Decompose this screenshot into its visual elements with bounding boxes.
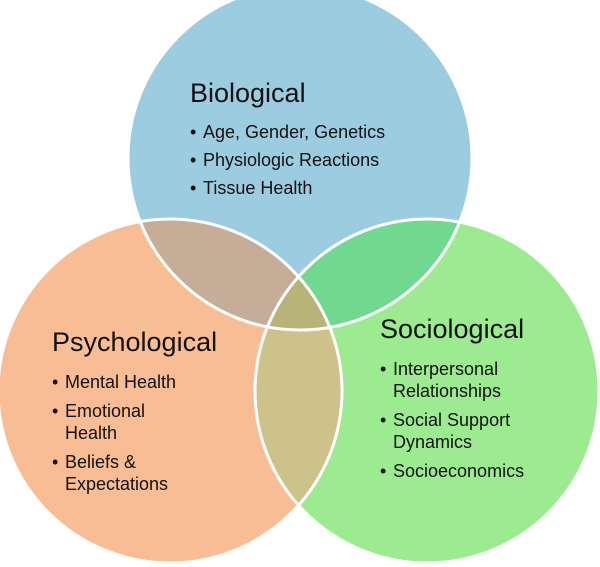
list-item: Physiologic Reactions [190,149,450,171]
sociological-title: Sociological [380,314,525,344]
list-item: Social Support Dynamics [380,409,560,453]
psychological-title: Psychological [52,327,218,357]
list-item: Socioeconomics [380,460,560,482]
list-item: Mental Health [52,371,202,393]
biological-list: Age, Gender, Genetics Physiologic Reacti… [190,121,450,205]
bio-psych-overlap [128,219,342,330]
biological-title: Biological [190,78,306,108]
list-item: Age, Gender, Genetics [190,121,450,143]
bio-socio-overlap [255,219,472,330]
psychological-list: Mental Health Emotional Health Beliefs &… [52,371,202,502]
sociological-list: Interpersonal Relationships Social Suppo… [380,358,560,489]
list-item: Interpersonal Relationships [380,358,560,402]
list-item: Beliefs & Expectations [52,451,202,495]
list-item: Tissue Health [190,177,450,199]
list-item: Emotional Health [52,400,202,444]
